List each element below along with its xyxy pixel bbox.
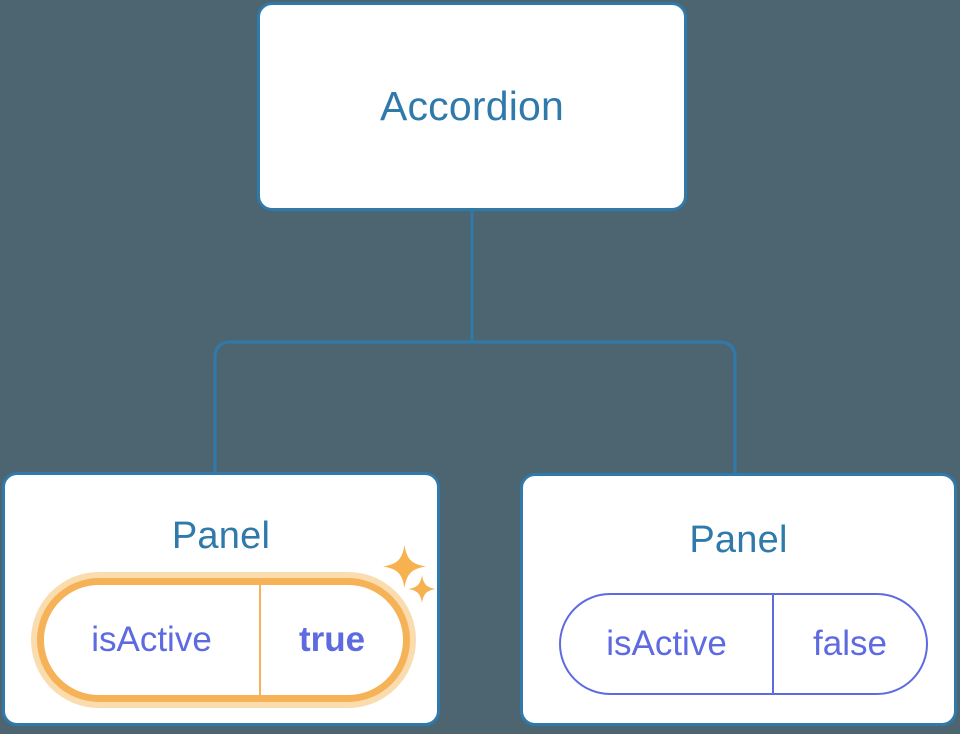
node-accordion-title: Accordion — [379, 83, 565, 129]
connector-branch-right — [472, 340, 737, 474]
panel-right-content: Panel isActive false — [523, 476, 954, 723]
prop-key-isactive: isActive — [561, 595, 774, 693]
prop-pill-body: isActive true — [44, 585, 403, 695]
prop-pill-highlight-ring: isActive true — [37, 578, 410, 702]
prop-key-isactive: isActive — [44, 585, 261, 695]
panel-left-content: Panel — [5, 475, 437, 723]
prop-value-true: true — [298, 620, 366, 659]
prop-pill-body: isActive false — [559, 593, 928, 695]
node-panel-right-title: Panel — [689, 519, 788, 561]
prop-pill-isactive-false[interactable]: isActive false — [559, 593, 928, 695]
node-panel-left-title: Panel — [171, 515, 271, 557]
prop-value-false: false — [813, 624, 887, 663]
prop-pill-isactive-true[interactable]: isActive true — [31, 572, 416, 708]
node-accordion[interactable]: Accordion — [257, 2, 687, 211]
connector-branch-left — [213, 340, 472, 474]
node-panel-right[interactable]: Panel isActive false — [520, 473, 957, 726]
